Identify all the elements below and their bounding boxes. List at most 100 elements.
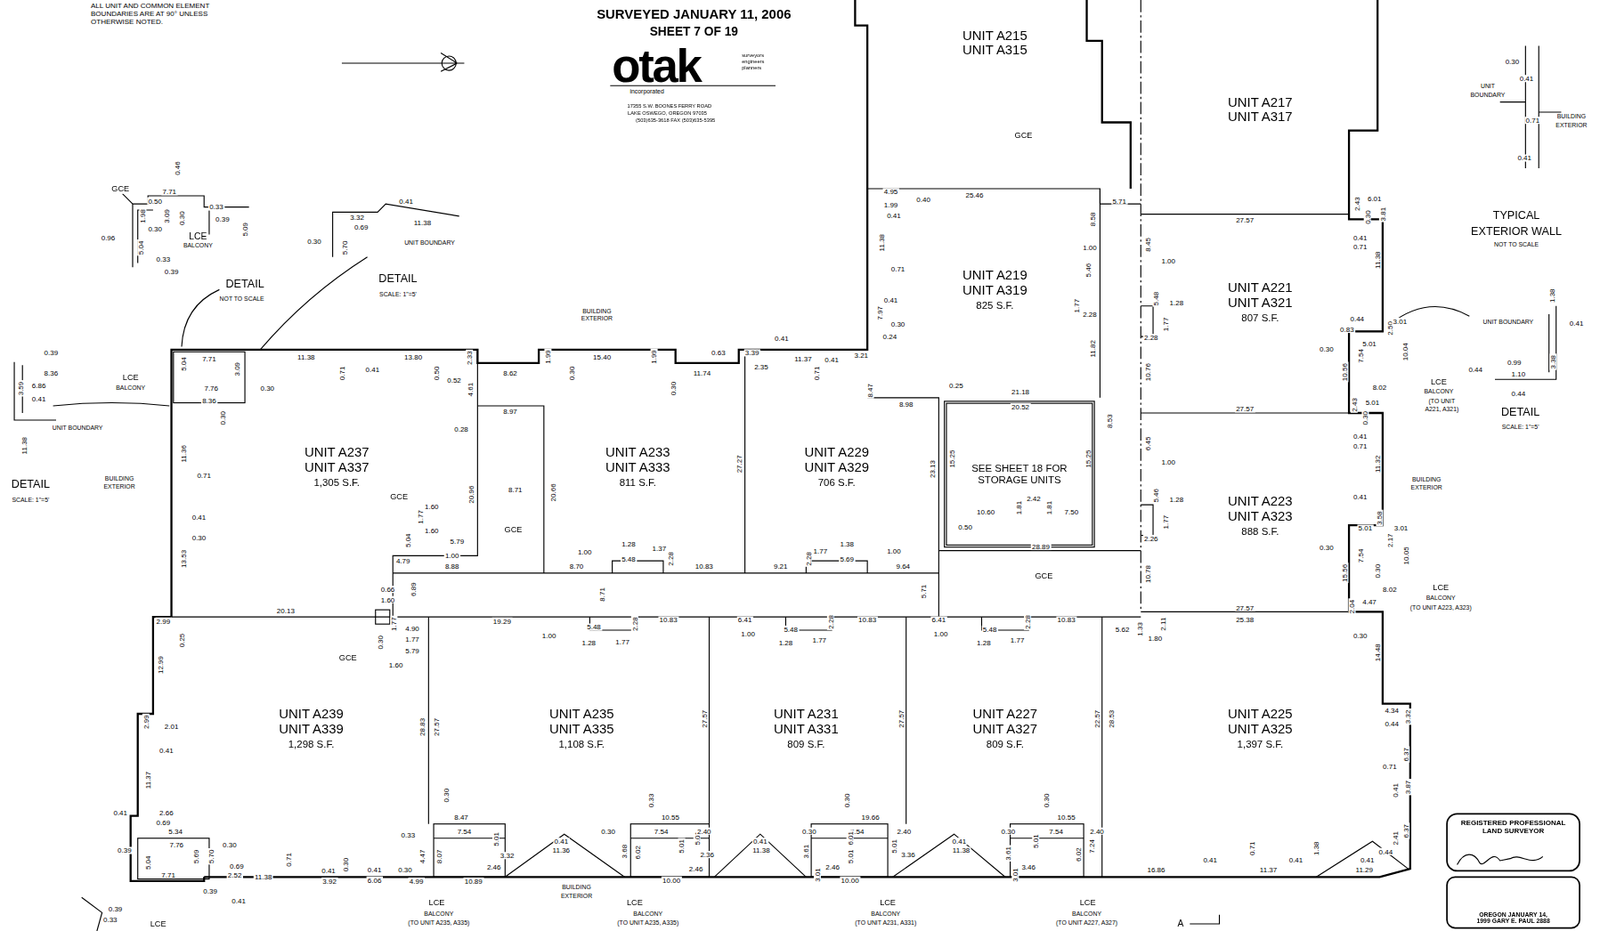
dimension-label: 15.40 — [592, 353, 612, 361]
dimension-label: 2.28 — [631, 616, 639, 633]
dimension-label: 0.83 — [1339, 325, 1356, 333]
dimension-label: 3.21 — [852, 351, 870, 359]
dimension-label: 3.01 — [1393, 524, 1410, 532]
dimension-label: 5.70 — [341, 239, 349, 256]
dimension-label: 2.01 — [163, 722, 180, 731]
dimension-label: 27.57 — [432, 717, 440, 738]
dimension-label: 0.33 — [399, 831, 416, 839]
dimension-label: 0.50 — [146, 197, 163, 205]
dimension-label: 2.33 — [465, 349, 473, 366]
dimension-label: 3.59 — [16, 381, 25, 398]
unit-area: UNIT A219UNIT A319825 S.F. — [923, 263, 1066, 317]
dimension-label: 5.48 — [1152, 291, 1160, 308]
annotation-label: ALL UNIT AND COMMON ELEMENT BOUNDARIES A… — [89, 1, 225, 27]
dimension-label: 6.86 — [31, 381, 48, 390]
dimension-label: 0.99 — [1506, 358, 1523, 366]
dimension-label: 5.48 — [982, 625, 999, 634]
dimension-label: 5.70 — [207, 848, 215, 865]
dimension-label: 2.26 — [1143, 535, 1160, 543]
dimension-label: 10.04 — [1401, 341, 1409, 362]
dimension-label: 0.41 — [1518, 74, 1536, 82]
annotation-label: DETAIL — [1500, 406, 1542, 419]
dimension-label: 0.50 — [957, 523, 974, 531]
dimension-label: 20.52 — [1010, 403, 1031, 411]
wall — [130, 617, 205, 882]
unit-area: UNIT A223UNIT A323888 S.F. — [1183, 489, 1337, 544]
dimension-label: 0.30 — [259, 385, 276, 393]
annotation-label: EXTERIOR — [102, 483, 136, 490]
dimension-label: 19.29 — [492, 617, 512, 626]
dimension-label: 3.61 — [802, 844, 810, 861]
annotation-label: SCALE: 1"=5' — [378, 292, 418, 299]
dimension-label: 28.89 — [1031, 543, 1051, 551]
area-label: 1,397 S.F. — [1237, 738, 1284, 750]
annotation-label: BUILDING — [104, 475, 136, 482]
dimension-label: 0.44 — [1348, 316, 1365, 324]
annotation-label: LCE — [1429, 378, 1448, 387]
dimension-label: 3.01 — [1391, 317, 1408, 325]
annotation-label: BALCONY — [1422, 389, 1454, 396]
annotation-label: BALCONY — [869, 910, 902, 918]
dimension-label: 2.17 — [1386, 532, 1394, 549]
dimension-label: 0.30 — [1318, 544, 1335, 552]
dimension-label: 10.83 — [694, 562, 715, 570]
unit-name: UNIT A215 — [962, 28, 1028, 43]
dimension-label: 5.71 — [919, 584, 927, 601]
area-label: 1,108 S.F. — [558, 738, 605, 750]
unit-area: UNIT A229UNIT A329706 S.F. — [765, 440, 909, 495]
dimension-label: 1.00 — [885, 547, 902, 555]
dimension-label: 0.41 — [1391, 782, 1399, 799]
annotation-label: BALCONY — [182, 243, 214, 250]
dimension-label: 8.02 — [1381, 585, 1398, 593]
annotation-label: UNIT BOUNDARY — [51, 425, 105, 432]
unit-boundaries — [138, 130, 1409, 880]
unit-name: UNIT A217 — [1227, 95, 1293, 110]
unit-area: UNIT A227UNIT A327809 S.F. — [934, 701, 1077, 756]
dimension-label: 10.83 — [657, 617, 678, 625]
dimension-label: 0.30 — [306, 238, 323, 246]
dimension-label: 1.60 — [380, 596, 397, 604]
area-label: 1,305 S.F. — [313, 477, 360, 489]
dimension-label: 1.00 — [444, 552, 461, 560]
dimension-label: 0.41 — [112, 809, 129, 817]
dimension-label: 0.41 — [823, 356, 840, 364]
dimension-label: 8.62 — [502, 369, 519, 377]
dimension-label: 8.98 — [898, 400, 915, 408]
exterior-walls — [130, 0, 1411, 882]
dimension-label: 10.56 — [1340, 362, 1349, 382]
dimension-label: 0.69 — [228, 862, 245, 870]
dimension-label: 3.68 — [620, 844, 628, 861]
dimension-label: 1.38 — [838, 540, 855, 548]
dimension-label: 27.57 — [1234, 405, 1255, 413]
stamp-text: OREGON JANUARY 14, 1999 GARY E. PAUL 288… — [1476, 911, 1551, 926]
annotation-label: EXTERIOR — [1409, 484, 1443, 491]
dimension-label: 27.57 — [700, 709, 708, 730]
unit-area: UNIT A215UNIT A315 — [923, 22, 1066, 64]
unit-area: UNIT A221UNIT A321807 S.F. — [1183, 275, 1337, 329]
surveyor-stamp: REGISTERED PROFESSIONAL LAND SURVEYORORE… — [1446, 813, 1580, 928]
annotation-label: LCE — [149, 921, 168, 930]
unit-name: UNIT A227 — [973, 706, 1039, 722]
dimension-label: 5.09 — [241, 221, 249, 238]
dimension-label: 5.69 — [192, 848, 200, 865]
unit-area: UNIT A217UNIT A317 — [1183, 89, 1337, 131]
dimension-label: 1.99 — [883, 201, 900, 209]
dimension-label: 2.40 — [696, 828, 713, 836]
dimension-label: 0.52 — [446, 376, 463, 384]
dimension-label: 5.04 — [144, 854, 152, 871]
dimension-label: 0.71 — [195, 471, 212, 480]
dimension-label: 0.41 — [1352, 432, 1369, 440]
dimension-label: 25.38 — [1234, 617, 1255, 625]
dimension-label: 0.71 — [338, 365, 346, 382]
dimension-label: 3.46 — [1020, 863, 1037, 871]
dimension-label: 0.25 — [178, 633, 186, 650]
unit-name: UNIT A231 — [773, 706, 839, 722]
dimension-label: 2.66 — [158, 809, 175, 817]
annotation-label: NOT TO SCALE — [1493, 242, 1540, 249]
dimension-label: 0.30 — [1318, 345, 1335, 353]
dimension-label: 0.41 — [230, 897, 247, 905]
dimension-label: 0.33 — [647, 792, 655, 809]
dimension-label: 0.30 — [1503, 57, 1520, 65]
annotation-label: UNIT — [1479, 82, 1496, 90]
